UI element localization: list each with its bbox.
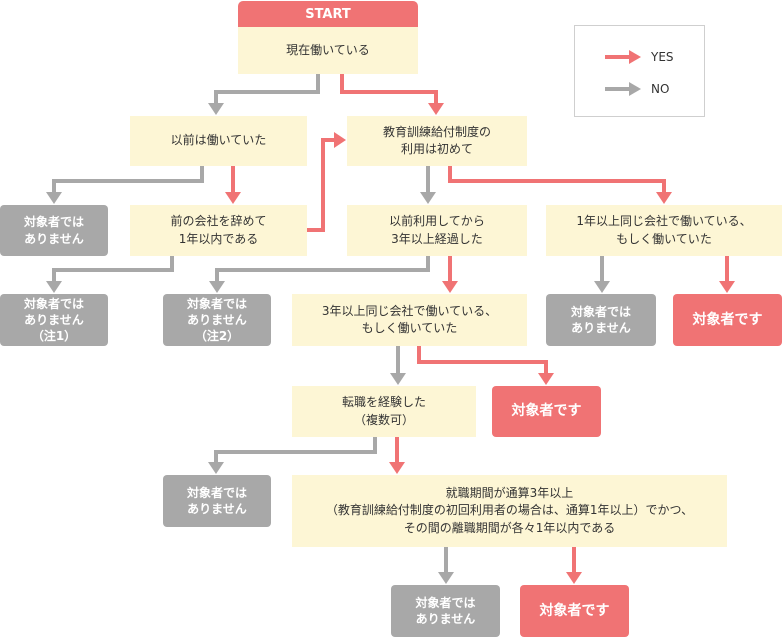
node-text-line: 3年以上経過した xyxy=(391,231,483,246)
node-text-line: （教育訓練給付制度の初回利用者の場合は、通算1年以上）でかつ、 xyxy=(325,503,694,518)
node-text-line: 3年以上同じ会社で働いている、 xyxy=(321,303,498,318)
no-arrowhead xyxy=(208,462,224,474)
node-text-line: 以前は働いていた xyxy=(170,133,267,148)
node-text-line: 就職期間が通算3年以上 xyxy=(445,485,574,500)
node-text-line: ありません xyxy=(24,312,84,327)
result-eligible: 対象者です xyxy=(492,386,601,437)
no-connector xyxy=(215,256,430,281)
node-text-line: その間の離職期間が各々1年以内である xyxy=(403,520,616,535)
legend-yes-label: YES xyxy=(651,50,674,64)
result-not-eligible: 対象者ではありません xyxy=(546,294,656,346)
node-text-line: （注2） xyxy=(194,329,240,344)
yes-arrowhead xyxy=(719,281,735,293)
result-eligible: 対象者です xyxy=(673,294,782,346)
question-one-year-same-company: 1年以上同じ会社で働いている、もしく働いていた xyxy=(546,205,782,256)
question-three-years-same-company: 3年以上同じ会社で働いている、もしく働いていた xyxy=(292,294,527,346)
node-text-line: 1年以内である xyxy=(178,231,259,246)
yes-arrowhead xyxy=(428,103,444,115)
question-previously-worked: 以前は働いていた xyxy=(130,116,307,166)
node-text-line: 対象者では xyxy=(186,296,247,311)
no-connector xyxy=(214,74,320,103)
yes-arrowhead xyxy=(442,281,458,293)
result-not-eligible-note2: 対象者ではありません （注2） xyxy=(163,294,271,346)
node-text-line: ありません xyxy=(24,231,84,246)
result-not-eligible: 対象者ではありません xyxy=(163,475,271,527)
no-arrowhead xyxy=(208,103,224,115)
node-text-line: 利用は初めて xyxy=(400,142,473,156)
question-changed-jobs: 転職を経験した （複数可） xyxy=(292,386,476,437)
node-text-line: ありません xyxy=(415,612,476,626)
result-not-eligible: 対象者ではありません xyxy=(391,585,500,637)
no-connector xyxy=(52,256,174,281)
yes-connector xyxy=(340,74,438,103)
node-text-line: ありません xyxy=(571,321,631,335)
yes-connector xyxy=(448,166,666,192)
no-arrowhead xyxy=(46,192,62,204)
node-text-line: （複数可） xyxy=(353,412,414,427)
result-not-eligible-note1: 対象者ではありません （注1） xyxy=(0,294,108,346)
result-eligible: 対象者です xyxy=(520,585,629,637)
node-text-line: 転職を経験した xyxy=(341,395,426,410)
no-connector xyxy=(52,166,204,192)
no-connector xyxy=(214,437,377,462)
node-text-line: もしく働いていた xyxy=(361,321,458,335)
no-arrowhead xyxy=(390,373,406,385)
no-arrowhead xyxy=(420,192,436,204)
node-text-line: 教育訓練給付制度の xyxy=(382,124,491,139)
node-text-line: （注1） xyxy=(31,329,77,344)
no-arrowhead xyxy=(46,281,62,293)
no-arrowhead xyxy=(438,572,454,584)
yes-connector xyxy=(307,138,334,232)
node-text-line: 対象者では xyxy=(186,485,247,500)
node-text-line: 前の会社を辞めて xyxy=(170,214,267,229)
node-text-line: 現在働いている xyxy=(286,42,370,57)
result-not-eligible: 対象者ではありません xyxy=(0,205,108,256)
no-arrowhead xyxy=(594,281,610,293)
yes-arrowhead xyxy=(656,192,672,204)
node-text-line: 対象者では xyxy=(23,296,84,311)
question-first-time-use: 教育訓練給付制度の利用は初めて xyxy=(347,116,527,166)
question-three-years-since-last-use: 以前利用してから 3年以上経過した xyxy=(347,205,527,256)
question-total-employment-period: 就職期間が通算3年以上 （教育訓練給付制度の初回利用者の場合は、通算1年以上）でか… xyxy=(292,475,727,547)
legend-yes: YES xyxy=(603,49,674,65)
legend-no: NO xyxy=(603,81,669,97)
yes-arrowhead xyxy=(566,572,582,584)
node-text-line: 対象者では xyxy=(570,304,631,319)
node-text-line: 対象者では xyxy=(415,595,476,610)
node-text-line: 1年以上同じ会社で働いている、 xyxy=(576,214,752,229)
node-text-line: 対象者です xyxy=(692,311,763,328)
question-left-within-one-year: 前の会社を辞めて 1年以内である xyxy=(130,205,307,256)
node-text-line: 対象者では xyxy=(23,215,84,230)
legend-no-label: NO xyxy=(651,82,670,96)
no-arrowhead xyxy=(209,281,225,293)
node-text-line: 以前利用してから xyxy=(389,214,485,229)
yes-arrowhead xyxy=(538,373,554,385)
no-arrow-icon xyxy=(605,82,641,96)
yes-connector xyxy=(417,346,548,373)
node-text-line: 対象者です xyxy=(511,403,582,420)
node-text-line: もしく働いていた xyxy=(616,231,712,246)
yes-arrowhead xyxy=(389,462,405,474)
yes-arrowhead xyxy=(225,192,241,204)
yes-arrowhead xyxy=(334,132,346,148)
node-text-line: ありません xyxy=(187,312,247,327)
question-currently-working: 現在働いている xyxy=(238,27,418,74)
yes-arrow-icon xyxy=(605,50,641,64)
node-text-line: ありません xyxy=(187,502,247,516)
legend: YES NO xyxy=(574,25,705,117)
start-label: START xyxy=(238,1,418,27)
node-text-line: 対象者です xyxy=(539,602,610,619)
